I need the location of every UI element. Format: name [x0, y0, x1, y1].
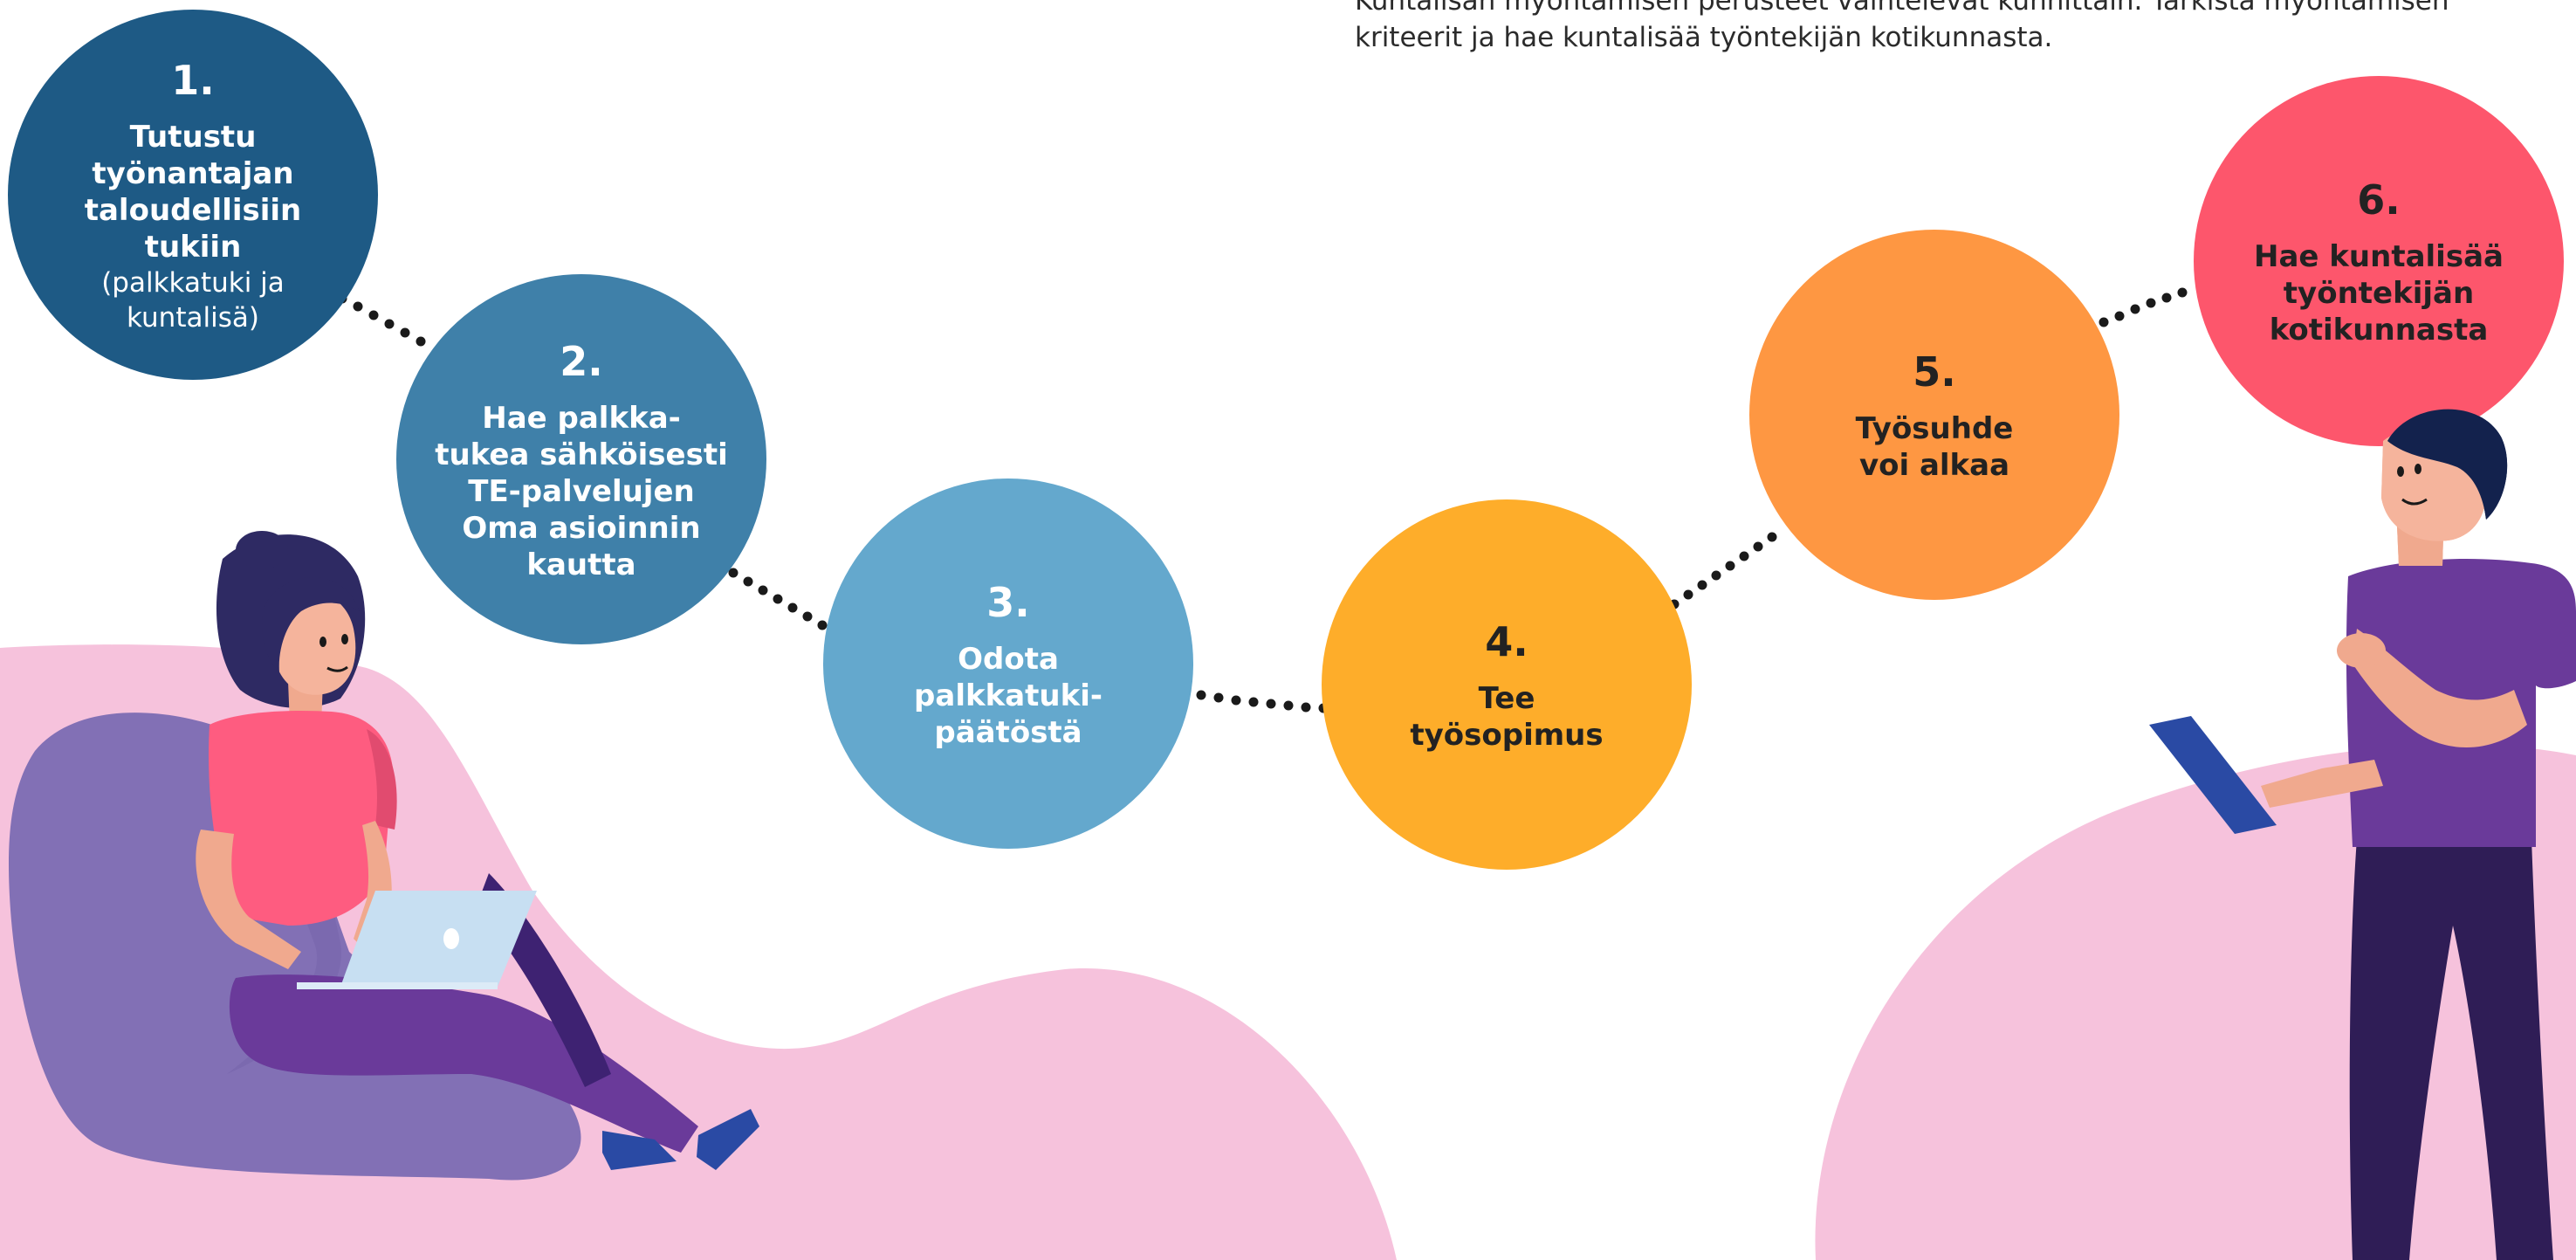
step-5-number: 5.	[1913, 348, 1956, 396]
tablet	[2149, 716, 2277, 834]
header-note: Kuntalisän myöntämisen perusteet vaihtel…	[1355, 0, 2542, 56]
step-5-circle: 5. Työsuhde voi alkaa	[1749, 230, 2119, 600]
step-4-title: Tee työsopimus	[1410, 681, 1604, 753]
step-3-title: Odota palkkatuki- päätöstä	[914, 642, 1103, 750]
step-1-title: Tutustu työnantajan taloudellisiin tukii…	[84, 120, 302, 265]
step-4-circle: 4. Tee työsopimus	[1322, 499, 1692, 870]
step-6-number: 6.	[2357, 176, 2401, 224]
step-2-circle: 2. Hae palkka- tukea sähköisesti TE-palv…	[396, 274, 766, 644]
step-1-subtitle: (palkkatuki ja kuntalisä)	[101, 267, 285, 334]
step-2-number: 2.	[560, 338, 603, 385]
step-3-circle: 3. Odota palkkatuki- päätöstä	[823, 479, 1193, 849]
step-4-number: 4.	[1485, 618, 1528, 665]
step-1-number: 1.	[171, 57, 215, 104]
step-6-title: Hae kuntalisää työntekijän kotikunnasta	[2254, 239, 2504, 348]
step-2-title: Hae palkka- tukea sähköisesti TE-palvelu…	[435, 401, 728, 582]
header-note-line-1: Kuntalisän myöntämisen perusteet vaihtel…	[1355, 0, 2449, 17]
step-1-circle: 1. Tutustu työnantajan taloudellisiin tu…	[8, 10, 378, 380]
step-3-number: 3.	[986, 579, 1030, 626]
step-6-circle: 6. Hae kuntalisää työntekijän kotikunnas…	[2194, 76, 2564, 446]
step-5-title: Työsuhde voi alkaa	[1855, 411, 2014, 483]
man-head-overlay	[2381, 409, 2508, 566]
laptop	[340, 891, 537, 987]
woman-with-laptop-illustration	[9, 531, 759, 1181]
header-note-line-2: kriteerit ja hae kuntalisää työntekijän …	[1355, 22, 2053, 53]
